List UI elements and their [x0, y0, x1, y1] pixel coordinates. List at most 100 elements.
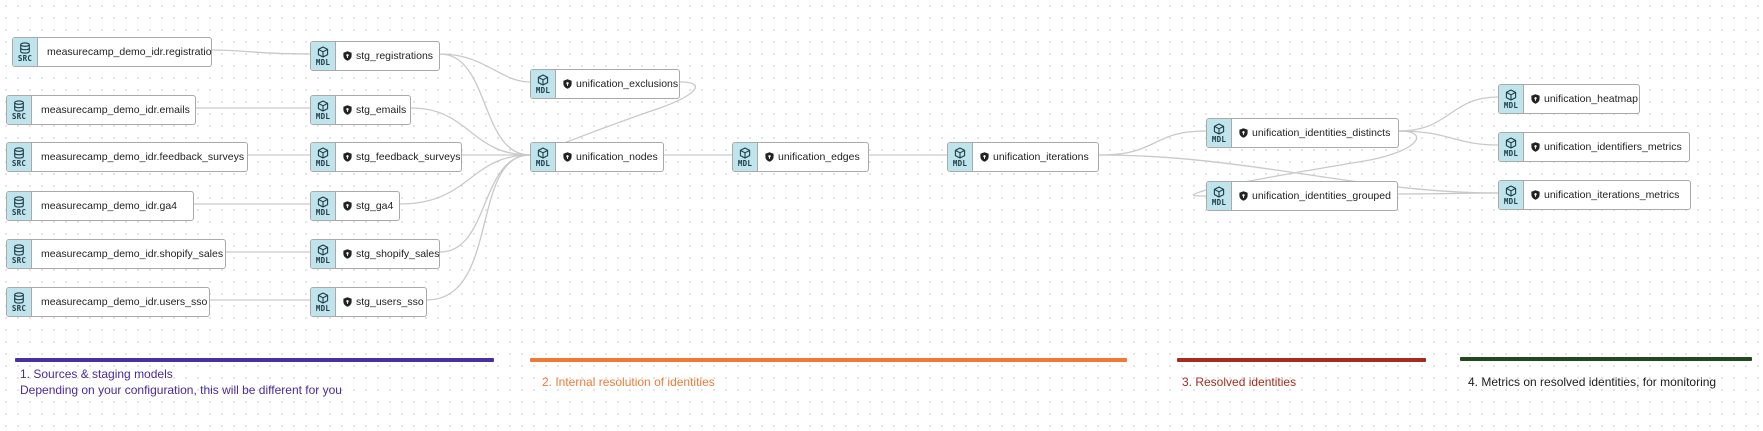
- node-label: measurecamp_demo_idr.ga4: [32, 192, 185, 220]
- node-type-label: MDL: [315, 57, 331, 67]
- node-stg-feedback-surveys[interactable]: MDL stg_feedback_surveys: [310, 142, 462, 172]
- cube-icon: [537, 146, 549, 159]
- node-type-badge: MDL: [1499, 181, 1524, 209]
- node-label: stg_registrations: [336, 42, 439, 70]
- node-unification-identities-distincts[interactable]: MDL unification_identities_distincts: [1206, 118, 1399, 148]
- legend-bar-sources-staging: [15, 358, 494, 362]
- node-name-text: unification_heatmap: [1544, 93, 1638, 105]
- node-type-badge: MDL: [948, 143, 973, 171]
- node-label: unification_identities_grouped: [1232, 182, 1397, 210]
- shield-icon: [1531, 94, 1544, 104]
- node-unification-identities-grouped[interactable]: MDL unification_identities_grouped: [1206, 181, 1398, 211]
- node-type-label: MDL: [315, 111, 331, 121]
- cube-icon: [317, 195, 329, 208]
- legend-bar-internal-resolution: [530, 358, 1127, 362]
- shield-icon: [343, 105, 356, 115]
- database-icon: [13, 291, 25, 304]
- node-label: unification_iterations_metrics: [1524, 181, 1687, 209]
- cube-icon: [1505, 88, 1517, 101]
- legend-note-sources-staging: Depending on your configuration, this wi…: [20, 383, 342, 397]
- node-name-text: unification_nodes: [576, 151, 658, 163]
- node-type-label: SRC: [11, 207, 27, 217]
- node-src-ga4[interactable]: SRC measurecamp_demo_idr.ga4: [6, 191, 194, 221]
- node-type-label: SRC: [11, 255, 27, 265]
- node-type-label: MDL: [952, 158, 968, 168]
- shield-icon: [980, 152, 993, 162]
- node-name-text: unification_identifiers_metrics: [1544, 141, 1682, 153]
- node-type-badge: MDL: [311, 42, 336, 70]
- legend-bar-metrics-monitoring: [1460, 357, 1752, 361]
- node-label: unification_heatmap: [1524, 85, 1639, 113]
- node-label: unification_exclusions: [556, 70, 679, 98]
- edge-unification-identities-distincts-to-unification-heatmap: [1398, 96, 1499, 132]
- cube-icon: [1505, 184, 1517, 197]
- node-type-badge: MDL: [311, 288, 336, 316]
- node-type-badge: SRC: [7, 143, 32, 171]
- node-type-label: MDL: [737, 158, 753, 168]
- edge-unification-identities-distincts-to-unification-identities-grouped: [1192, 130, 1418, 197]
- node-type-badge: SRC: [7, 192, 32, 220]
- node-unification-edges[interactable]: MDL unification_edges: [732, 142, 869, 172]
- node-type-label: MDL: [1211, 197, 1227, 207]
- node-type-badge: MDL: [1207, 119, 1232, 147]
- node-type-label: SRC: [17, 53, 33, 63]
- cube-icon: [739, 146, 751, 159]
- edge-stg-ga4-to-unification-nodes: [399, 154, 531, 205]
- node-stg-emails[interactable]: MDL stg_emails: [310, 95, 411, 125]
- node-stg-shopify-sales[interactable]: MDL stg_shopify_sales: [310, 239, 440, 269]
- node-type-label: MDL: [1503, 148, 1519, 158]
- edge-stg-registrations-to-unification-nodes: [439, 53, 531, 156]
- node-unification-identifiers-metrics[interactable]: MDL unification_identifiers_metrics: [1498, 132, 1690, 162]
- node-type-label: MDL: [315, 255, 331, 265]
- legend-title-internal-resolution: 2. Internal resolution of identities: [542, 375, 715, 389]
- legend-title-sources-staging: 1. Sources & staging models: [20, 367, 173, 381]
- node-unification-nodes[interactable]: MDL unification_nodes: [530, 142, 664, 172]
- edge-stg-registrations-to-unification-exclusions: [439, 53, 531, 83]
- node-type-badge: MDL: [311, 143, 336, 171]
- node-name-text: unification_edges: [778, 151, 860, 163]
- node-type-badge: MDL: [1499, 133, 1524, 161]
- node-name-text: unification_identities_grouped: [1252, 190, 1391, 202]
- edge-src-registrations-to-stg-registrations: [211, 49, 311, 55]
- edge-unification-iterations-to-unification-iterations-metrics: [1098, 154, 1499, 194]
- node-type-badge: SRC: [7, 288, 32, 316]
- edge-unification-identities-distincts-to-unification-identifiers-metrics: [1398, 130, 1499, 146]
- node-label: stg_emails: [336, 96, 410, 124]
- node-type-badge: MDL: [531, 143, 556, 171]
- node-type-label: MDL: [1503, 100, 1519, 110]
- node-stg-registrations[interactable]: MDL stg_registrations: [310, 41, 440, 71]
- cube-icon: [537, 73, 549, 86]
- cube-icon: [317, 99, 329, 112]
- database-icon: [13, 195, 25, 208]
- legend-title-resolved-identities: 3. Resolved identities: [1182, 375, 1297, 389]
- node-type-label: MDL: [1211, 134, 1227, 144]
- node-stg-ga4[interactable]: MDL stg_ga4: [310, 191, 400, 221]
- node-type-label: MDL: [315, 207, 331, 217]
- node-label: stg_feedback_surveys: [336, 143, 461, 171]
- node-name-text: measurecamp_demo_idr.emails: [41, 104, 190, 116]
- shield-icon: [1531, 190, 1544, 200]
- node-label: unification_edges: [758, 143, 868, 171]
- database-icon: [19, 41, 31, 54]
- node-label: unification_identifiers_metrics: [1524, 133, 1689, 161]
- node-name-text: stg_emails: [356, 104, 407, 116]
- node-unification-heatmap[interactable]: MDL unification_heatmap: [1498, 84, 1640, 114]
- node-type-label: MDL: [315, 158, 331, 168]
- node-label: unification_nodes: [556, 143, 663, 171]
- node-label: stg_shopify_sales: [336, 240, 439, 268]
- node-label: unification_identities_distincts: [1232, 119, 1398, 147]
- shield-icon: [563, 79, 576, 89]
- node-label: stg_ga4: [336, 192, 399, 220]
- shield-icon: [343, 297, 356, 307]
- shield-icon: [1239, 191, 1252, 201]
